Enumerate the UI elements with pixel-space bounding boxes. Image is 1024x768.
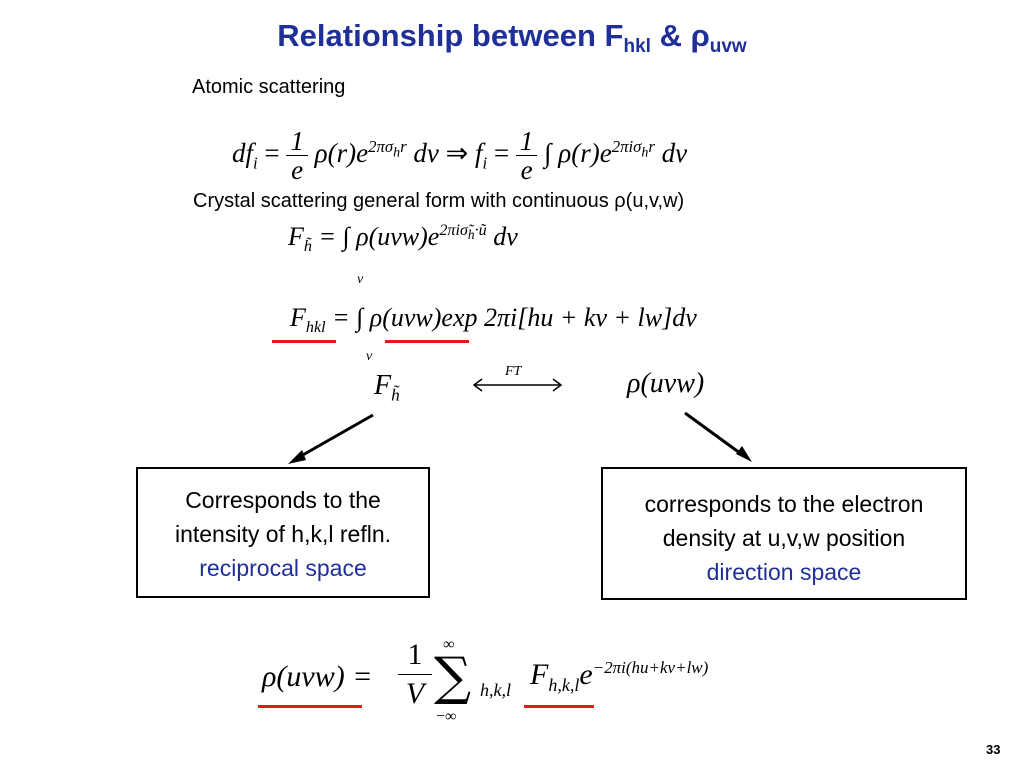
structure-factor-equation: Fhkl = ∫ ρ(uvw)exp 2πi[hu + kv + lw]dv <box>290 303 697 337</box>
fourier-pair-right: ρ(uvw) <box>627 368 705 399</box>
atomic-scattering-label: Atomic scattering <box>192 76 346 98</box>
red-underline-density <box>258 705 362 708</box>
sum-index: h,k,l <box>480 680 511 700</box>
arrow-to-direction-icon <box>684 411 752 462</box>
direction-space-box: corresponds to the electron density at u… <box>601 467 967 600</box>
crystal-scattering-label: Crystal scattering general form with con… <box>193 190 685 212</box>
sum-lower-limit: −∞ <box>436 708 457 725</box>
page-number: 33 <box>986 742 1001 757</box>
arrow-to-reciprocal-icon <box>288 413 374 464</box>
sum-upper-limit: ∞ <box>443 636 455 653</box>
summation-icon: ∑ <box>434 647 472 707</box>
density-lhs: ρ(uvw) = <box>262 660 373 693</box>
reciprocal-space-box: Corresponds to the intensity of h,k,l re… <box>136 467 430 598</box>
ft-arrow-label: FT <box>505 364 522 379</box>
integral-lower-limit: v <box>357 272 364 287</box>
red-underline-rho <box>385 340 469 343</box>
red-underline-fhkl <box>272 340 336 343</box>
density-frac: 1 V <box>398 636 432 713</box>
fourier-pair-left: Fh̃ <box>374 370 400 405</box>
double-arrow-icon <box>472 378 563 392</box>
red-underline-f <box>524 705 594 708</box>
slide-title: Relationship between Fhkl & ρuvw <box>277 18 747 57</box>
crystal-scattering-equation: Fh̃ = ∫ ρ(uvw)e2πiσ̃h·ũ dv <box>288 222 518 256</box>
density-structure-factor: Fh,k,le−2πi(hu+kv+lw) <box>530 658 709 695</box>
integral-lower-limit-2: v <box>366 349 373 364</box>
